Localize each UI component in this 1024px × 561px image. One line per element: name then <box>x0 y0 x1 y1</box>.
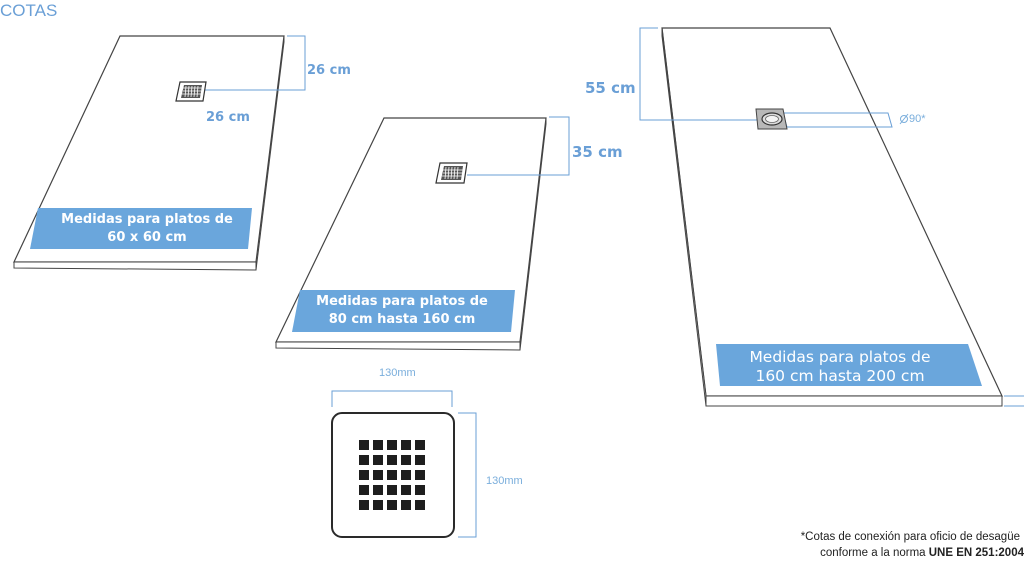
round-drain-icon <box>755 108 788 130</box>
grate-hole <box>387 440 397 450</box>
plate-side-edge <box>255 41 285 271</box>
square-grid-drain-icon <box>175 81 207 102</box>
grate-hole <box>401 440 411 450</box>
grate-hole <box>373 500 383 510</box>
grate-hole <box>401 485 411 495</box>
footnote-line2: conforme a la norma UNE EN 251:2004 <box>820 547 1024 559</box>
footnote-line1: *Cotas de conexión para oficio de desagü… <box>801 531 1020 543</box>
info-banner-160-200 <box>716 344 982 386</box>
plate-top-surface <box>661 27 1003 397</box>
diameter-symbol-icon <box>899 113 909 125</box>
plate-edge <box>275 341 521 351</box>
grate-hole <box>387 485 397 495</box>
grate-hole <box>359 455 369 465</box>
grate-hole <box>401 470 411 480</box>
grate-hole <box>387 500 397 510</box>
grate-detail: 130mm 130mm <box>331 367 523 538</box>
dimension-label-26cm-b: 26 cm <box>206 110 250 125</box>
grate-hole <box>415 455 425 465</box>
grate-hole <box>387 470 397 480</box>
grate-hole <box>359 470 369 480</box>
dimension-line-26cm-a <box>205 35 306 91</box>
plate-60x60: 26 cm 26 cm Medidas para platos de 60 x … <box>13 35 351 271</box>
grate-hole <box>415 500 425 510</box>
plate-80-160: 35 cm Medidas para platos de 80 cm hasta… <box>275 116 623 351</box>
diameter-label: 90* <box>909 113 926 125</box>
plate-side-edge <box>519 123 547 351</box>
grate-height-label: 130mm <box>486 475 523 487</box>
banner-line1: Medidas para platos de <box>316 294 488 309</box>
plate-side-edge <box>661 27 707 407</box>
footnote: *Cotas de conexión para oficio de desagü… <box>801 531 1024 559</box>
grate-hole <box>401 455 411 465</box>
plate-edge <box>705 395 1003 407</box>
info-banner-80-160 <box>292 290 515 332</box>
banner-line1: Medidas para platos de <box>749 348 930 366</box>
plate-edge <box>13 261 257 271</box>
grate-hole <box>373 485 383 495</box>
grate-width-label: 130mm <box>379 367 416 379</box>
grate-hole <box>401 500 411 510</box>
page-title: COTAS <box>0 1 57 20</box>
banner-line2: 80 cm hasta 160 cm <box>329 312 476 327</box>
grate-hole <box>373 440 383 450</box>
grate-hole <box>359 485 369 495</box>
dimension-line-35cm <box>467 116 570 176</box>
grate-hole <box>415 485 425 495</box>
grate-hole <box>373 470 383 480</box>
banner-line1: Medidas para platos de <box>61 212 233 227</box>
info-banner-60x60 <box>30 208 252 249</box>
grate-hole <box>359 500 369 510</box>
dimension-label-35cm: 35 cm <box>572 143 623 161</box>
grate-width-dimension <box>331 390 453 407</box>
banner-line2: 60 x 60 cm <box>107 230 186 245</box>
grate-height-dimension <box>458 412 477 538</box>
square-grate-icon <box>331 412 455 538</box>
grate-hole <box>415 440 425 450</box>
grate-hole <box>415 470 425 480</box>
dimension-label-55cm: 55 cm <box>585 79 636 97</box>
grate-hole <box>387 455 397 465</box>
square-grid-drain-icon <box>435 162 468 184</box>
footnote-prefix: conforme a la norma <box>820 547 926 559</box>
grate-hole <box>359 440 369 450</box>
plate-160-200: 55 cm 90* Medidas para platos de 160 cm … <box>585 27 1024 407</box>
dimension-label-26cm-a: 26 cm <box>307 63 351 78</box>
footnote-norm: UNE EN 251:2004 <box>929 547 1024 559</box>
dimension-line-55cm <box>639 27 758 121</box>
grate-hole <box>373 455 383 465</box>
banner-line2: 160 cm hasta 200 cm <box>755 367 924 385</box>
